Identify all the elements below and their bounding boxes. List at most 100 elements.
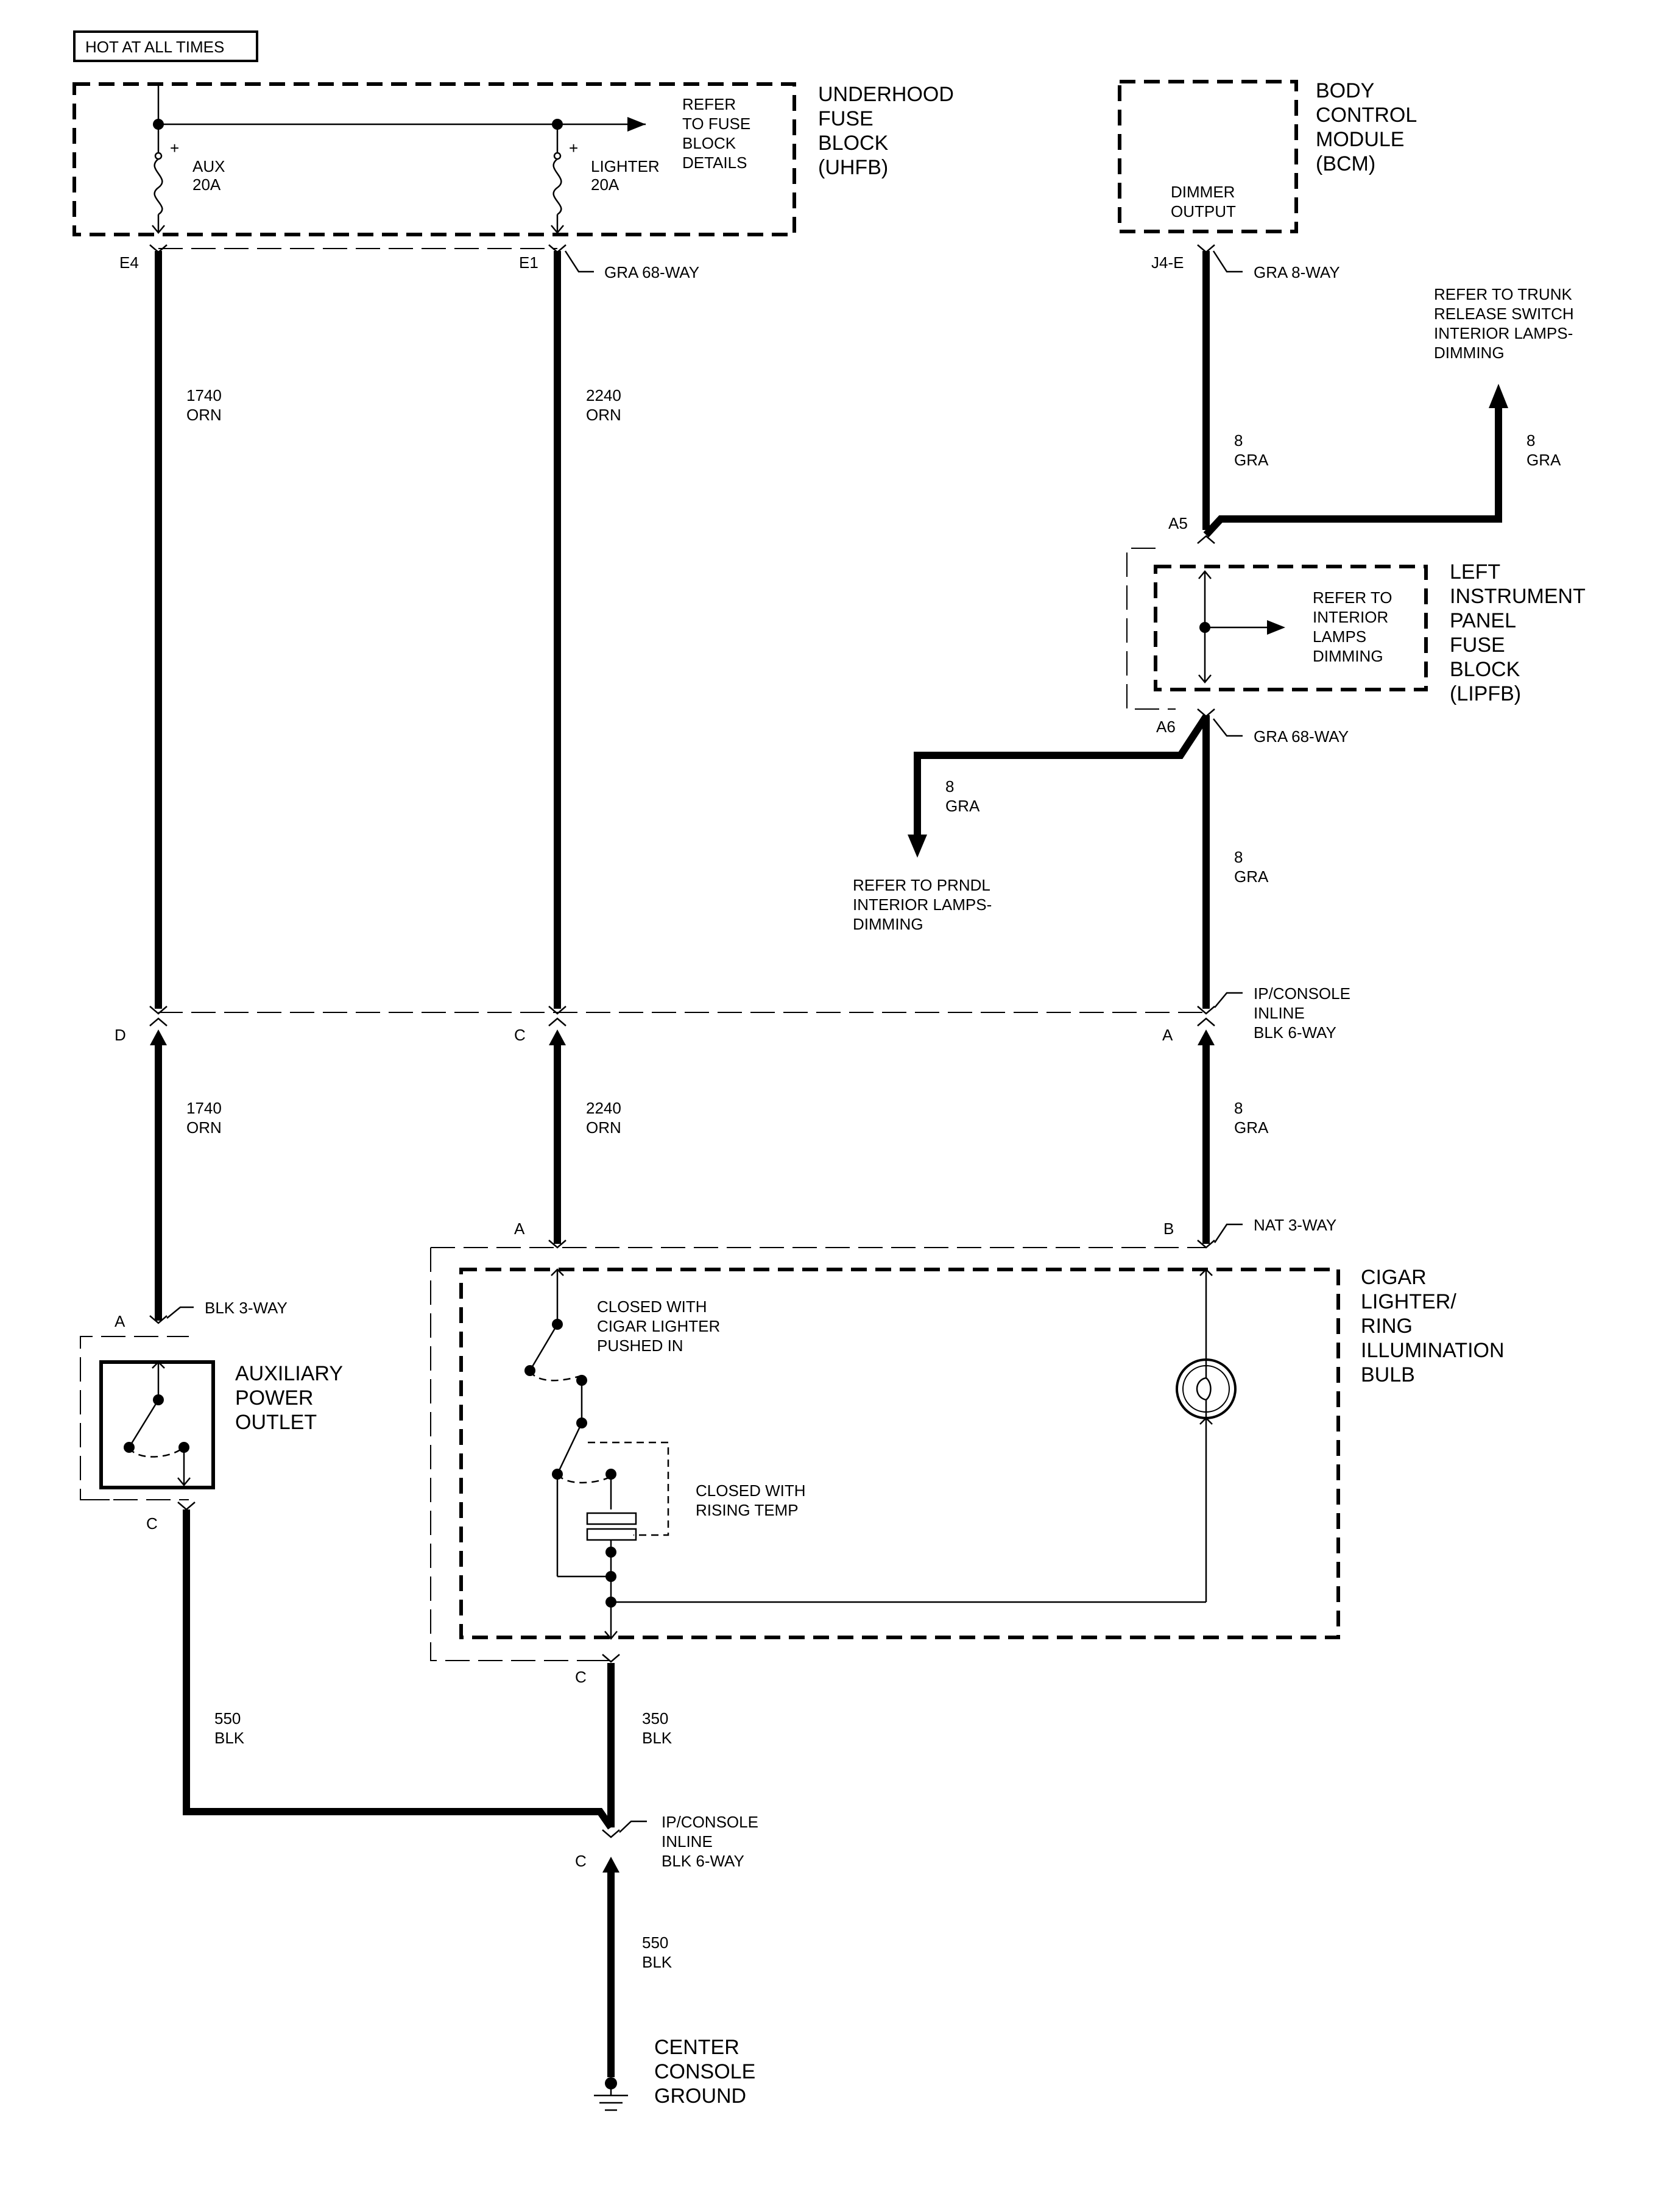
inline-pin-a: A: [1162, 1026, 1173, 1044]
hot-label-text: HOT AT ALL TIMES: [85, 38, 224, 56]
prndl-ref-2: INTERIOR LAMPS-: [853, 895, 992, 914]
bcm-title-3: MODULE: [1316, 128, 1404, 151]
ground-title-2: CONSOLE: [654, 2060, 755, 2083]
w1740-lower-color: ORN: [186, 1118, 222, 1137]
inline-conn-1: IP/CONSOLE: [1254, 984, 1350, 1003]
lipfb-refer-4: DIMMING: [1313, 647, 1383, 665]
bcm-title-1: BODY: [1316, 79, 1374, 102]
lighter-fuse-rating: 20A: [591, 175, 619, 194]
cigar-title-5: BULB: [1361, 1363, 1415, 1386]
svg-text:+: +: [569, 139, 578, 157]
cigar-lighter-assembly: A B NAT 3-WAY CIGAR LIGHTER/ RING ILLUMI…: [430, 1216, 1505, 1661]
w550-aux-color: BLK: [214, 1729, 245, 1747]
uhfb-title-3: BLOCK: [818, 132, 889, 155]
switch1-text-1: CLOSED WITH: [597, 1297, 707, 1316]
pin-e4: E4: [119, 253, 139, 272]
lower-inline-pin-c: C: [575, 1852, 587, 1870]
wire-550-aux: [183, 1509, 614, 1830]
w1740-upper-num: 1740: [186, 386, 222, 404]
prndl-ref-1: REFER TO PRNDL: [853, 876, 990, 894]
uhfb-refer-3: BLOCK: [682, 134, 736, 152]
aux-pin-c: C: [146, 1514, 158, 1533]
inline-conn-2: INLINE: [1254, 1004, 1305, 1022]
switch1-text-2: CIGAR LIGHTER: [597, 1317, 720, 1335]
w550-ground-color: BLK: [642, 1953, 672, 1971]
w8-lower-color: GRA: [1234, 1118, 1269, 1137]
aux-title-1: AUXILIARY: [235, 1362, 343, 1385]
left-ip-fuse-block: REFER TO INTERIOR LAMPS DIMMING LEFT INS…: [1126, 548, 1586, 710]
w2240-upper-color: ORN: [586, 406, 621, 424]
body-control-module: DIMMER OUTPUT BODY CONTROL MODULE (BCM): [1118, 79, 1417, 233]
lipfb-title-4: FUSE: [1450, 634, 1505, 657]
uhfb-title-2: FUSE: [818, 107, 874, 130]
cigar-title-4: ILLUMINATION: [1361, 1339, 1505, 1362]
w350-num: 350: [642, 1709, 668, 1728]
lipfb-title-6: (LIPFB): [1450, 682, 1521, 705]
ground-icon: [594, 2077, 628, 2111]
ip-console-inline-connector: D C A IP/CONSOLE INLINE BLK 6-WAY: [115, 984, 1350, 1044]
w1740-upper-color: ORN: [186, 406, 222, 424]
bcm-connector-label: GRA 8-WAY: [1254, 263, 1340, 281]
aux-fuse-label: AUX: [192, 157, 225, 175]
w550-ground-num: 550: [642, 1933, 668, 1952]
uhfb-title-1: UNDERHOOD: [818, 83, 954, 106]
uhfb-refer-1: REFER: [682, 95, 736, 113]
w2240-upper-num: 2240: [586, 386, 621, 404]
cigar-connector: NAT 3-WAY: [1254, 1216, 1336, 1234]
w8-bcm-color: GRA: [1234, 451, 1269, 469]
bcm-output-1: DIMMER: [1171, 183, 1235, 201]
lipfb-title-1: LEFT: [1450, 560, 1500, 584]
lipfb-refer-1: REFER TO: [1313, 588, 1392, 607]
w2240-lower-num: 2240: [586, 1099, 621, 1117]
lower-inline-conn-3: BLK 6-WAY: [662, 1852, 744, 1870]
bcm-output-2: OUTPUT: [1171, 202, 1236, 221]
illumination-bulb-icon: [1176, 1268, 1237, 1602]
trunk-ref-3: INTERIOR LAMPS-: [1434, 324, 1573, 342]
lipfb-refer-3: LAMPS: [1313, 627, 1366, 646]
aux-connector: BLK 3-WAY: [205, 1299, 288, 1317]
auxiliary-power-outlet: A BLK 3-WAY AUXILIARY POWER OUTLET C: [80, 1299, 343, 1533]
cigar-title-3: RING: [1361, 1315, 1413, 1338]
trunk-ref-1: REFER TO TRUNK: [1434, 285, 1572, 303]
w8-prndl-num: 8: [945, 777, 954, 796]
w550-aux-num: 550: [214, 1709, 241, 1728]
pin-a5: A5: [1168, 514, 1188, 532]
prndl-ref-3: DIMMING: [853, 915, 923, 933]
lipfb-refer-2: INTERIOR: [1313, 608, 1388, 626]
uhfb-connector-label: GRA 68-WAY: [604, 263, 699, 281]
svg-text:+: +: [170, 139, 179, 157]
w1740-lower-num: 1740: [186, 1099, 222, 1117]
trunk-ref-4: DIMMING: [1434, 344, 1505, 362]
lipfb-connector-label: GRA 68-WAY: [1254, 727, 1349, 746]
aux-title-3: OUTLET: [235, 1411, 317, 1434]
inline-pin-d: D: [115, 1026, 126, 1044]
lighter-fuse-label: LIGHTER: [591, 157, 660, 175]
uhfb-refer-2: TO FUSE: [682, 115, 750, 133]
aux-title-2: POWER: [235, 1386, 313, 1410]
ground-title-3: GROUND: [654, 2085, 746, 2108]
lipfb-refer-arrow-icon: [1267, 620, 1285, 635]
w8-trunk-color: GRA: [1526, 451, 1561, 469]
cigar-pin-c: C: [575, 1668, 587, 1686]
pin-e1: E1: [519, 253, 538, 272]
w8-lower-num: 8: [1234, 1099, 1243, 1117]
hot-at-all-times-label: HOT AT ALL TIMES: [73, 30, 258, 62]
inline-conn-3: BLK 6-WAY: [1254, 1023, 1336, 1042]
switch2-text-1: CLOSED WITH: [696, 1481, 806, 1500]
lighter-fuse-icon: +: [551, 124, 578, 234]
bcm-title-2: CONTROL: [1316, 104, 1417, 127]
w350-color: BLK: [642, 1729, 672, 1747]
w8-trunk-num: 8: [1526, 431, 1535, 450]
switch1-text-3: PUSHED IN: [597, 1336, 683, 1355]
wire-8-prndl: [914, 714, 1210, 835]
cigar-title-2: LIGHTER/: [1361, 1290, 1456, 1313]
lipfb-title-3: PANEL: [1450, 609, 1516, 632]
ip-console-inline-lower: C IP/CONSOLE INLINE BLK 6-WAY: [575, 1813, 758, 1873]
w8-bcm-num: 8: [1234, 431, 1243, 450]
wire-8-trunk: [1203, 408, 1502, 538]
cigar-pin-a: A: [514, 1220, 525, 1238]
pin-a6: A6: [1156, 718, 1176, 736]
lower-inline-conn-1: IP/CONSOLE: [662, 1813, 758, 1831]
prndl-arrow-icon: [908, 835, 927, 858]
